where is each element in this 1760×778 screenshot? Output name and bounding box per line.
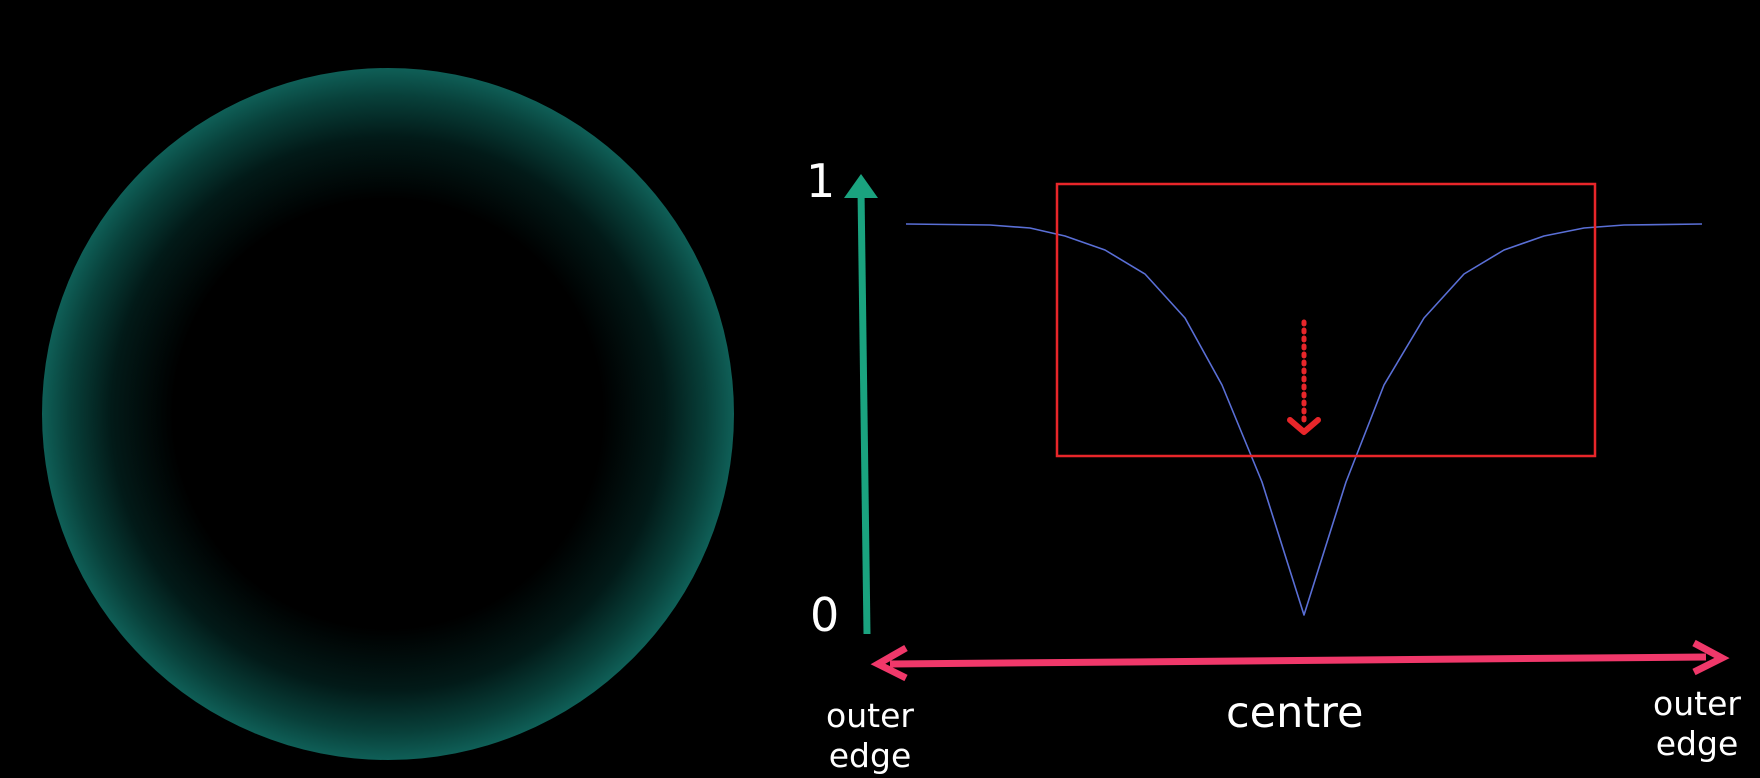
x-axis-arrowhead-left [870,644,908,682]
highlight-box [1055,182,1597,458]
y-tick-bottom: 0 [810,588,840,642]
y-axis-line [857,189,871,635]
x-label-centre: centre [1226,688,1364,738]
x-axis-line [889,653,1707,668]
y-tick-top: 1 [806,154,836,208]
down-arrow [1287,319,1321,435]
sphere [42,68,734,760]
x-axis-arrowhead-right [1692,639,1730,676]
x-label-right: outer edge [1653,684,1741,763]
y-axis-arrowhead [844,174,878,198]
y-axis [844,174,878,635]
x-axis [870,639,1730,682]
down-arrow-head [1287,417,1321,435]
falloff-curve [905,223,1703,616]
x-label-left: outer edge [826,696,914,775]
